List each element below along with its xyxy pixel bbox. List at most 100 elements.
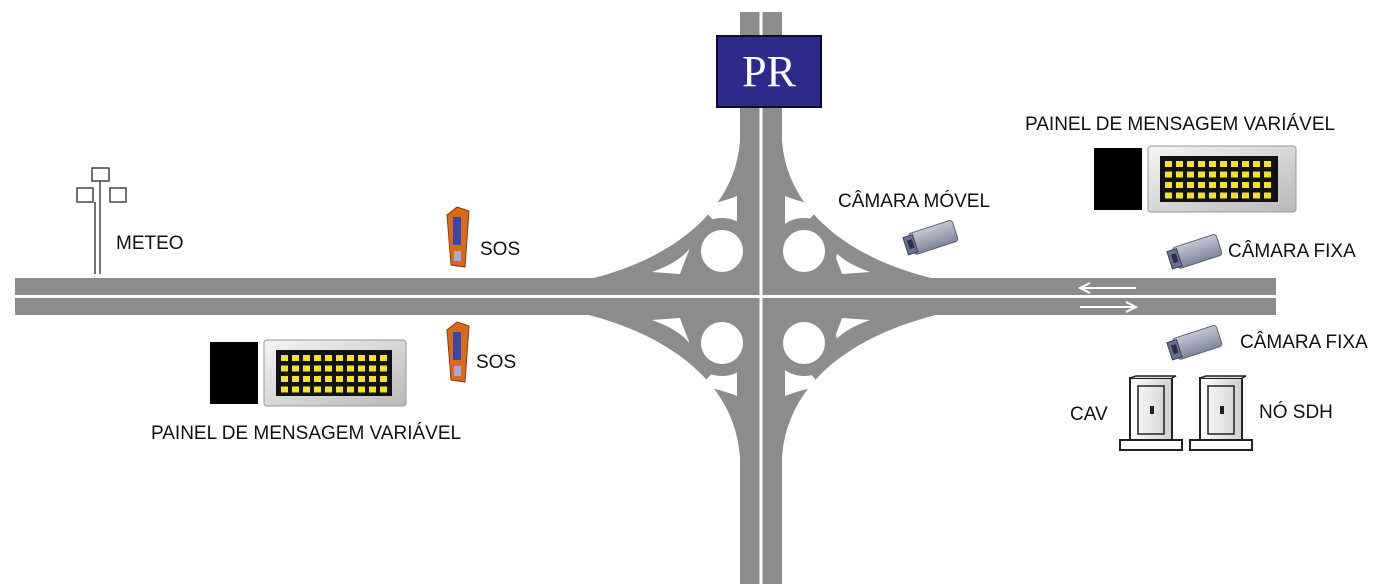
label-camera-mobile: CÂMARA MÓVEL	[838, 191, 991, 212]
sign-led	[1264, 161, 1271, 167]
sign-led	[1198, 161, 1205, 167]
sign-led	[314, 376, 321, 382]
sign-led	[369, 376, 376, 382]
sign-led	[1187, 192, 1194, 199]
sign-led-grid	[1165, 161, 1271, 199]
sign-led	[1220, 182, 1227, 188]
sign-led	[347, 386, 354, 393]
sign-led	[1242, 192, 1249, 199]
weather-station-icon	[76, 167, 127, 274]
equipment-cabinet-icon	[1189, 375, 1253, 451]
sign-led	[303, 365, 310, 372]
sign-led	[358, 386, 365, 393]
sign-led	[1264, 192, 1271, 199]
sign-led	[380, 386, 387, 393]
island-side-ul	[652, 248, 690, 274]
equipment-cabinet-icon	[1119, 375, 1183, 451]
sign-led	[1165, 192, 1172, 199]
sign-led	[1209, 161, 1216, 167]
loop-ll	[689, 310, 755, 376]
sign-led	[380, 365, 387, 372]
sign-led	[1187, 182, 1194, 188]
sign-led	[281, 386, 288, 393]
variable-message-sign-icon	[210, 339, 407, 407]
sign-led	[1209, 192, 1216, 199]
sign-led	[1242, 171, 1249, 178]
sign-led	[347, 365, 354, 372]
sign-led	[1176, 192, 1183, 199]
sign-led	[1242, 161, 1249, 167]
sign-led	[1253, 171, 1260, 178]
sign-led	[380, 355, 387, 361]
sign-led	[358, 376, 365, 382]
sign-led	[336, 355, 343, 361]
sign-led	[1231, 192, 1238, 199]
sign-led	[1253, 182, 1260, 188]
sign-led	[1231, 171, 1238, 178]
sign-led	[358, 355, 365, 361]
sign-led	[347, 355, 354, 361]
camera-icon	[1166, 325, 1223, 361]
sign-led	[1176, 182, 1183, 188]
sign-led	[1198, 182, 1205, 188]
sign-led	[1198, 171, 1205, 178]
sign-led	[1231, 161, 1238, 167]
label-meteo: METEO	[116, 233, 184, 254]
label-camera-fixed-bottom: CÂMARA FIXA	[1240, 332, 1368, 353]
sign-led	[1209, 171, 1216, 178]
sign-led	[1253, 192, 1260, 199]
sign-led	[358, 365, 365, 372]
sign-led	[325, 376, 332, 382]
sign-led	[1220, 192, 1227, 199]
sign-led	[380, 376, 387, 382]
label-sdh-node: NÓ SDH	[1259, 402, 1333, 423]
sign-led	[369, 355, 376, 361]
sos-phone-icon	[446, 321, 470, 383]
sign-led	[292, 386, 299, 393]
sign-led	[292, 376, 299, 382]
sign-led	[314, 355, 321, 361]
sign-led	[281, 365, 288, 372]
label-sos-bottom: SOS	[476, 352, 517, 373]
island-side-lr	[832, 318, 870, 344]
sign-led	[325, 386, 332, 393]
sign-led	[1242, 182, 1249, 188]
sign-led	[336, 376, 343, 382]
variable-message-sign-icon	[1094, 145, 1297, 213]
sign-led	[1187, 161, 1194, 167]
sign-led-grid	[281, 355, 387, 393]
loop-lr	[771, 310, 837, 376]
label-camera-fixed-top: CÂMARA FIXA	[1228, 241, 1356, 262]
camera-icon	[1166, 234, 1223, 270]
sign-led	[292, 365, 299, 372]
sign-led	[1165, 171, 1172, 178]
sign-led	[303, 355, 310, 361]
sign-led	[292, 355, 299, 361]
sign-led	[336, 386, 343, 393]
sign-led	[369, 386, 376, 393]
island-side-ll	[652, 318, 690, 344]
loop-ur	[771, 218, 837, 284]
label-sos-top: SOS	[480, 239, 521, 260]
sign-led	[314, 386, 321, 393]
sign-led	[1165, 161, 1172, 167]
sign-led	[1176, 171, 1183, 178]
sign-led	[1209, 182, 1216, 188]
sign-led	[325, 365, 332, 372]
sign-led	[1264, 171, 1271, 178]
sign-led	[369, 365, 376, 372]
sign-led	[1264, 182, 1271, 188]
sign-led	[347, 376, 354, 382]
island-side-ur	[832, 248, 870, 274]
label-vms-right: PAINEL DE MENSAGEM VARIÁVEL	[1025, 114, 1336, 135]
sos-phone-icon	[446, 206, 470, 268]
loop-ul	[689, 218, 755, 284]
sign-led	[1187, 171, 1194, 178]
sign-led	[325, 355, 332, 361]
sign-led	[281, 355, 288, 361]
sign-led	[281, 376, 288, 382]
sign-led	[1198, 192, 1205, 199]
label-cav: CAV	[1070, 404, 1108, 425]
